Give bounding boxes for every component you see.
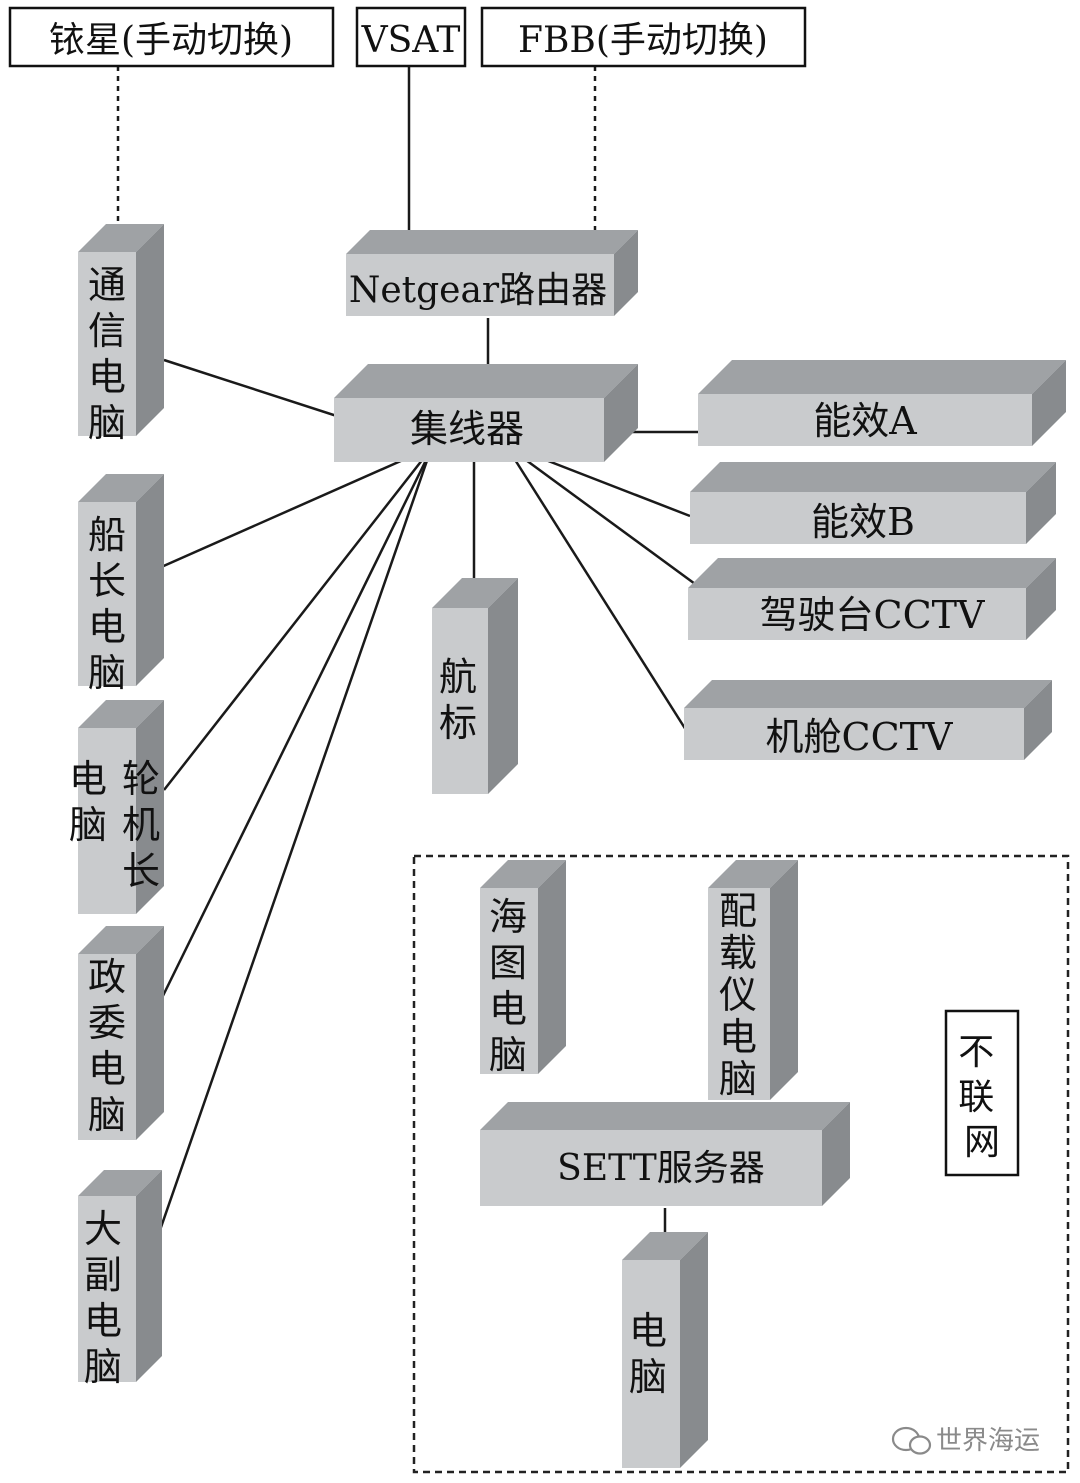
offline-zone: 不 联 网: [412, 854, 1070, 1474]
efficiency-b-box: 能效B: [690, 462, 1056, 544]
commissar-pc-label: 政委电脑: [88, 955, 126, 1137]
chart-pc-label: 海图电脑: [489, 895, 527, 1077]
bridge-cctv-box: 驾驶台CCTV: [688, 558, 1056, 640]
sett-server-label: SETT服务器: [557, 1148, 765, 1189]
comm-pc-label: 通信电脑: [88, 263, 126, 445]
engine-cctv-box: 机舱CCTV: [684, 680, 1052, 760]
sett-server-box: SETT服务器: [480, 1102, 850, 1206]
chief-engineer-pc-label: 电脑: [69, 757, 107, 847]
router-box: Netgear路由器: [346, 230, 638, 316]
efficiency-a-label: 能效A: [813, 399, 917, 443]
efficiency-b-label: 能效B: [811, 500, 915, 544]
commissar-line: [153, 451, 432, 1013]
chief-engineer-line: [163, 449, 431, 791]
bridge-cctv-line: [514, 450, 707, 594]
vsat-label: VSAT: [361, 20, 461, 61]
device-boxes: Netgear路由器集线器通信电脑船长电脑轮机长电脑政委电脑大副电脑航标能效A能…: [69, 224, 1066, 1468]
captain-pc-line: [149, 446, 431, 574]
router-label: Netgear路由器: [349, 270, 607, 311]
watermark: 世界海运: [891, 1426, 1040, 1456]
watermark-text: 世界海运: [936, 1426, 1040, 1456]
captain-pc-box: 船长电脑: [78, 474, 164, 695]
iridium-label: 铱星(手动切换): [49, 20, 293, 61]
bridge-cctv-label: 驾驶台CCTV: [760, 593, 985, 637]
offline-pc-box: 电脑: [622, 1232, 708, 1468]
vsat-link: VSAT: [355, 6, 467, 68]
efficiency-a-box: 能效A: [698, 360, 1066, 446]
chief-officer-pc-label: 大副电脑: [84, 1207, 122, 1389]
hub-label: 集线器: [410, 407, 524, 451]
engine-cctv-line: [510, 454, 688, 731]
captain-pc-label: 船长电脑: [88, 513, 126, 695]
chief-officer-line: [140, 451, 432, 1283]
ais-label: 航标: [439, 655, 477, 745]
chief-officer-pc-box: 大副电脑: [78, 1170, 162, 1389]
hub-box: 集线器: [334, 364, 638, 462]
iridium-link: 铱星(手动切换): [8, 6, 335, 68]
offline-label: 不 联 网: [958, 1032, 1005, 1163]
chief-engineer-label: 轮机长: [122, 757, 160, 893]
comm-pc-box: 通信电脑: [78, 224, 164, 445]
loading-pc-label: 配载仪电脑: [719, 889, 757, 1101]
fbb-link: FBB(手动切换): [480, 6, 807, 68]
offline-pc-label: 电脑: [629, 1309, 667, 1399]
fbb-label: FBB(手动切换): [518, 20, 768, 61]
loading-pc-box: 配载仪电脑: [708, 860, 798, 1101]
ais-box: 航标: [432, 578, 518, 794]
engine-cctv-label: 机舱CCTV: [766, 715, 953, 759]
chart-pc-box: 海图电脑: [480, 860, 566, 1077]
commissar-pc-box: 政委电脑: [78, 926, 164, 1140]
